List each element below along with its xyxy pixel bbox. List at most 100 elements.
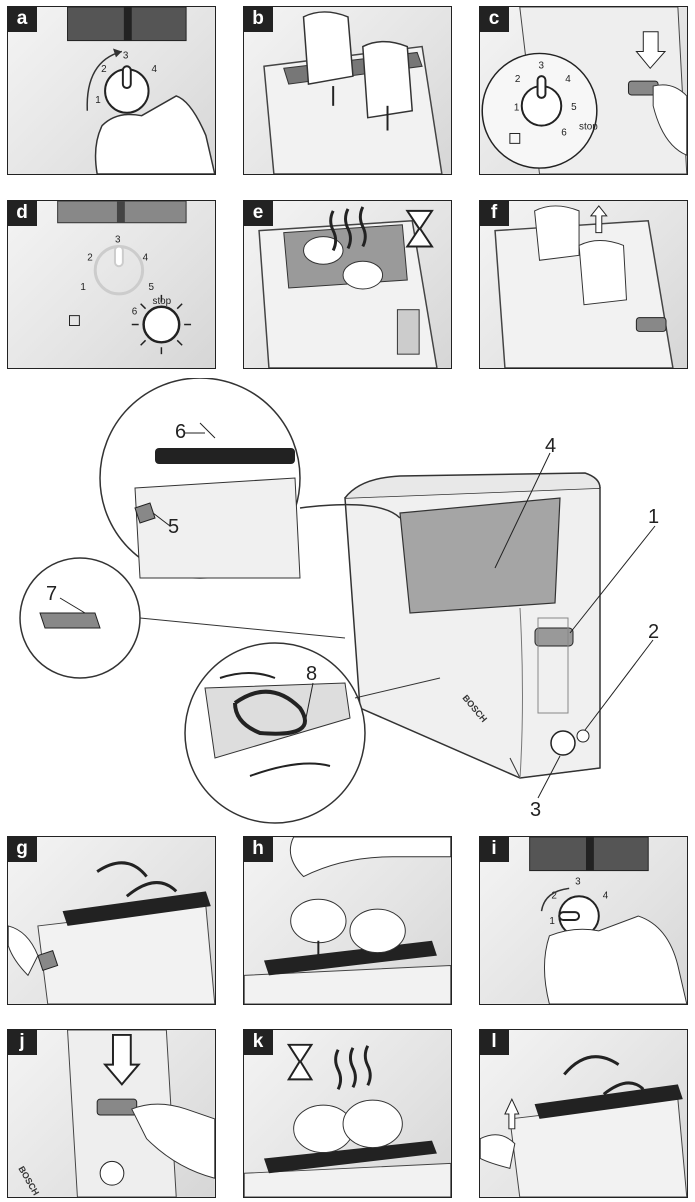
bun-icon (349, 908, 406, 954)
panel-label: c (480, 7, 509, 32)
panel-l: l (479, 1029, 688, 1198)
bun-rack-icon (264, 1140, 437, 1174)
dial-number: 3 (575, 876, 581, 887)
panel-label: g (8, 837, 37, 862)
panel-h: h (243, 836, 452, 1005)
callout-number: 4 (545, 435, 556, 457)
rotate-arrow-icon (563, 1055, 620, 1076)
dial-number: 1 (80, 282, 86, 293)
stop-button-icon (576, 729, 590, 743)
panel-a: a 1 2 3 4 (7, 6, 216, 175)
panel-label: d (8, 201, 37, 226)
hourglass-icon (286, 1043, 314, 1081)
lever-and-dial-illustration: 1 2 3 4 5 6 stop (481, 7, 687, 174)
hourglass-icon (405, 209, 434, 248)
bun-icon (290, 898, 347, 944)
warming-buns-illustration (244, 1043, 451, 1197)
panel-k: k (243, 1029, 452, 1198)
brand-logo: BOSCH (16, 1164, 41, 1197)
panel-j: j BOSCH (7, 1029, 216, 1198)
panel-i: i 1 2 3 4 (479, 836, 688, 1005)
bread-slot-icon (399, 497, 561, 614)
dial-number: 4 (143, 252, 149, 263)
stop-label: stop (579, 122, 598, 133)
down-arrow-icon (635, 31, 667, 70)
fold-bun-rack-illustration (480, 1055, 687, 1197)
bread-slice-icon (302, 11, 354, 85)
place-buns-illustration (244, 837, 451, 1004)
panel-label: i (480, 837, 509, 862)
callout-number: 6 (175, 421, 186, 443)
callout-number: 8 (306, 663, 317, 685)
panel-label: b (244, 7, 273, 32)
lift-lever-icon (39, 612, 101, 629)
panel-label: l (480, 1030, 509, 1055)
lever-icon (134, 502, 156, 524)
panel-label: f (480, 201, 509, 226)
toaster-parts-diagram: BOSCH 1 2 3 4 5 6 7 8 (19, 378, 659, 824)
down-arrow-icon (102, 1033, 141, 1086)
lever-icon (96, 1098, 138, 1116)
dial-number: 5 (571, 102, 577, 113)
rotate-arrow-icon (219, 672, 276, 679)
dial-number: 1 (95, 95, 101, 106)
up-arrow-icon (504, 1098, 520, 1130)
bun-rack-icon (534, 1084, 683, 1119)
defrost-icon (69, 315, 80, 327)
lever-icon (635, 317, 667, 332)
defrost-icon (509, 132, 521, 144)
dial-number: 2 (515, 74, 521, 85)
dial-number: 3 (539, 60, 545, 71)
panel-label: k (244, 1030, 273, 1055)
cord-icon (233, 689, 307, 736)
press-lever-illustration: BOSCH (16, 1030, 215, 1197)
hand-icon (652, 84, 687, 156)
heat-waves-icon (329, 206, 367, 252)
hand-icon (131, 1103, 215, 1179)
panel-f: f (479, 200, 688, 369)
dial-number: 4 (603, 890, 609, 901)
dial-number: 4 (565, 74, 571, 85)
browning-dial-icon (99, 1160, 125, 1186)
panel-e: e (243, 200, 452, 369)
bun-icon (342, 1099, 403, 1149)
up-arrow-icon (589, 205, 608, 234)
callout-number: 5 (168, 516, 179, 538)
stop-button-illustration: 1 2 3 4 5 6 stop (57, 201, 192, 355)
stop-button-icon (142, 305, 181, 344)
dial-number: 6 (132, 307, 138, 318)
hand-icon (8, 925, 39, 977)
dial-number: 5 (149, 282, 155, 293)
callout-number: 1 (648, 506, 659, 528)
panel-g: g (7, 836, 216, 1005)
hand-icon (289, 837, 451, 878)
lever-icon (534, 627, 574, 647)
bread-slice-icon (578, 240, 628, 306)
dial-number: 3 (123, 50, 129, 61)
hand-icon (94, 95, 215, 174)
toasting-illustration (258, 206, 438, 368)
panel-label: a (8, 7, 37, 32)
browning-dial-icon (550, 730, 576, 756)
panel-d: d 1 2 3 4 5 6 stop (7, 200, 216, 369)
heat-waves-icon (334, 1045, 372, 1090)
bun-rack-icon (62, 891, 211, 926)
hand-icon (544, 915, 687, 1004)
browning-dial-illustration: 1 2 3 4 (67, 7, 215, 174)
panel-label: j (8, 1030, 37, 1055)
dial-number: 1 (549, 916, 555, 927)
dial-number: 2 (101, 64, 107, 75)
lever-icon (37, 950, 59, 972)
panel-label: e (244, 201, 273, 226)
panel-label: h (244, 837, 273, 862)
bread-slice-icon (362, 40, 414, 119)
hand-icon (480, 1134, 516, 1169)
dial-number: 2 (551, 890, 557, 901)
raise-bun-rack-illustration (8, 861, 215, 1004)
panel-c: c 1 2 3 4 5 6 stop (479, 6, 688, 175)
callout-number: 3 (530, 799, 541, 821)
callout-number: 2 (648, 621, 659, 643)
dial-number: 2 (87, 252, 93, 263)
pop-up-illustration (494, 205, 674, 368)
dial-number: 6 (561, 127, 567, 138)
